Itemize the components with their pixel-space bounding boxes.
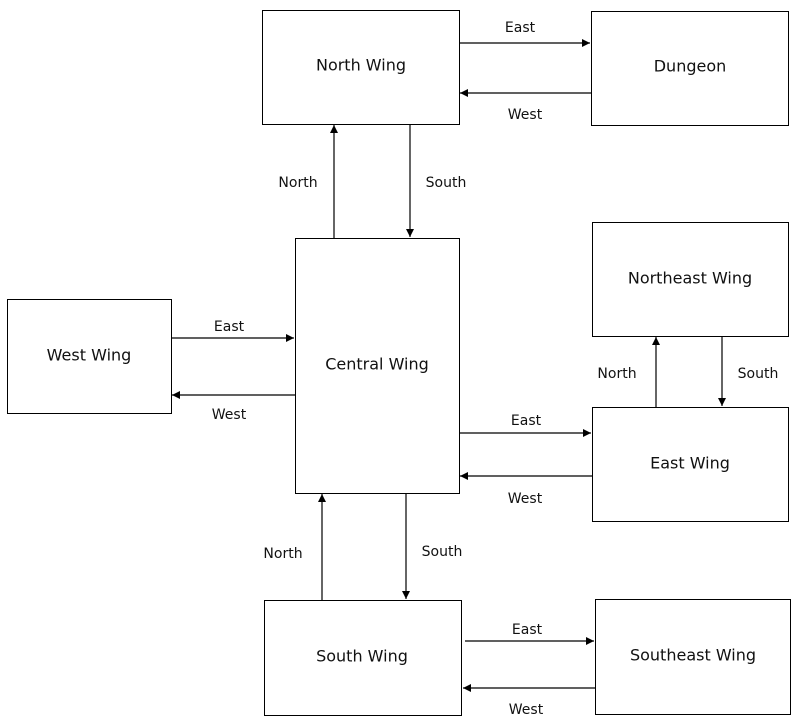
room-box [262,10,460,125]
connector-northeast-to-east: South [718,336,779,406]
room-box [295,238,460,494]
connector-east-to-central: West [460,472,592,507]
room-box [595,599,791,715]
room-south-wing: South Wing [264,600,462,716]
direction-label: East [512,622,543,638]
direction-label: West [508,107,543,123]
room-label: Central Wing [325,355,429,374]
room-label: Northeast Wing [628,269,752,288]
direction-label: North [597,366,636,382]
room-box [591,11,789,126]
room-label: East Wing [650,454,730,473]
direction-label: North [278,175,317,191]
connector-central-to-east: East [459,413,591,437]
room-northeast-wing: Northeast Wing [592,222,789,337]
connector-central-to-north: North [278,125,338,238]
connector-west-to-central: East [171,319,294,342]
direction-label: West [509,702,544,718]
direction-label: West [212,407,247,423]
direction-label: North [263,546,302,562]
connector-central-to-south: South [402,493,463,599]
direction-label: East [505,20,536,36]
room-central-wing: Central Wing [295,238,460,494]
connector-dungeon-to-north: West [460,89,591,123]
room-southeast-wing: Southeast Wing [595,599,791,715]
room-label: Southeast Wing [630,646,756,665]
room-west-wing: West Wing [7,299,172,414]
direction-label: South [738,366,779,382]
room-label: South Wing [316,647,408,666]
connector-east-to-northeast: North [597,337,660,407]
connector-southeast-to-south: West [463,684,595,718]
connector-north-to-dungeon: East [459,20,590,47]
connector-south-to-central: North [263,494,326,600]
room-label: Dungeon [654,57,727,76]
direction-label: East [511,413,542,429]
room-box [592,407,789,522]
connector-central-to-west: West [172,391,295,423]
connector-south-to-southeast: East [465,622,594,645]
room-label: North Wing [316,56,406,75]
room-box [592,222,789,337]
direction-label: South [422,544,463,560]
direction-label: South [426,175,467,191]
room-east-wing: East Wing [592,407,789,522]
connector-north-to-central: South [406,124,467,237]
direction-label: West [508,491,543,507]
room-box [7,299,172,414]
room-dungeon: Dungeon [591,11,789,126]
room-box [264,600,462,716]
room-north-wing: North Wing [262,10,460,125]
direction-label: East [214,319,245,335]
room-label: West Wing [47,346,132,365]
